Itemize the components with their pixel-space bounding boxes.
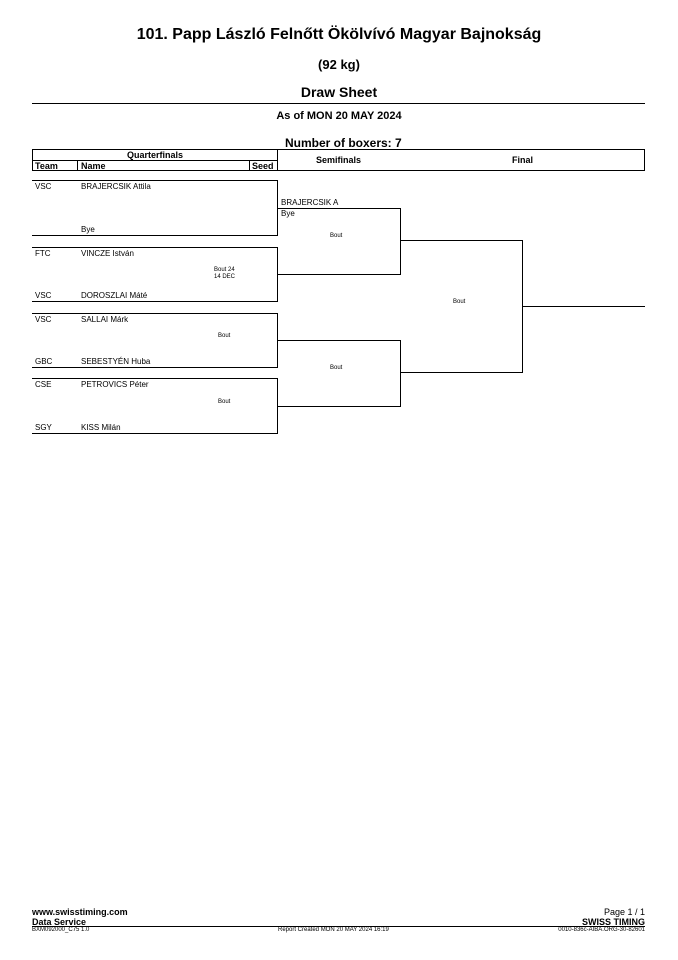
bout-label: Bout 24 (214, 267, 235, 273)
bracket-line (277, 340, 400, 341)
bout-label: Bout (453, 299, 466, 305)
seed-header: Seed (252, 161, 274, 171)
sheet-title: Draw Sheet (300, 84, 378, 100)
team-code: SGY (35, 423, 52, 432)
website-link[interactable]: www.swisstiming.com (32, 907, 128, 917)
team-code: CSE (35, 380, 52, 389)
boxer-name: SEBESTYÉN Huba (81, 357, 151, 366)
boxer-name: PETROVICS Péter (81, 380, 149, 389)
brand-name: SWISS TIMING (582, 917, 645, 927)
quarterfinals-header: Quarterfinals (127, 150, 184, 160)
bout-date: 14 DEC (214, 274, 236, 280)
event-title: 101. Papp László Felnőtt Ökölvívó Magyar… (136, 26, 542, 43)
boxer-name: KISS Milán (81, 423, 121, 432)
boxer-name: Bye (81, 225, 95, 234)
header-subdivider (32, 160, 277, 161)
bracket-line (400, 340, 401, 407)
boxer-name: DOROSZLAI Máté (81, 291, 148, 300)
boxer-name: VINCZE István (81, 249, 134, 258)
report-code: BXM092000_C75 1.0 (32, 927, 90, 933)
header-seed-divider (249, 160, 250, 171)
team-code: GBC (35, 357, 53, 366)
bout-label: Bout (330, 365, 343, 371)
team-code: FTC (35, 249, 51, 258)
bracket-line (32, 433, 277, 434)
team-header: Team (35, 161, 58, 171)
bracket-line (32, 378, 277, 379)
team-code: VSC (35, 182, 52, 191)
report-ref: 0010-836c-AIBA.ORG-30-82601 (558, 927, 645, 933)
name-header: Name (81, 161, 106, 171)
semifinal-entry: Bye (281, 209, 295, 218)
bracket-line (400, 208, 401, 275)
semifinal-entry: BRAJERCSIK A (281, 198, 339, 207)
team-code: VSC (35, 315, 52, 324)
bracket-line (32, 301, 277, 302)
semifinals-header: Semifinals (316, 155, 362, 165)
as-of-date: As of MON 20 MAY 2024 (276, 110, 402, 122)
report-created: Report Created MON 20 MAY 2024 16:19 (278, 927, 389, 933)
page-number: Page 1 / 1 (603, 907, 645, 917)
bracket-line (32, 313, 277, 314)
final-header: Final (512, 155, 534, 165)
weight-class: (92 kg) (318, 57, 360, 72)
bout-label: Bout (218, 399, 231, 405)
header-team-divider (77, 160, 78, 171)
header-col-divider (277, 149, 278, 171)
footer-divider (32, 926, 645, 927)
bracket-line (277, 208, 400, 209)
bracket-line (400, 240, 522, 241)
bracket-line (277, 274, 400, 275)
number-of-boxers: Number of boxers: 7 (285, 136, 402, 150)
header-divider (32, 103, 645, 104)
bracket-line (32, 235, 277, 236)
team-code: VSC (35, 291, 52, 300)
bracket-line (32, 247, 277, 248)
bracket-line (32, 180, 277, 181)
bracket-line (32, 367, 277, 368)
bout-label: Bout (330, 233, 343, 239)
bracket-line (400, 372, 522, 373)
data-service: Data Service (32, 917, 87, 927)
bout-label: Bout (218, 333, 231, 339)
boxer-name: BRAJERCSIK Attila (81, 182, 151, 191)
bracket-line (522, 306, 645, 307)
boxer-name: SALLAI Márk (81, 315, 129, 324)
bracket-line (277, 406, 400, 407)
